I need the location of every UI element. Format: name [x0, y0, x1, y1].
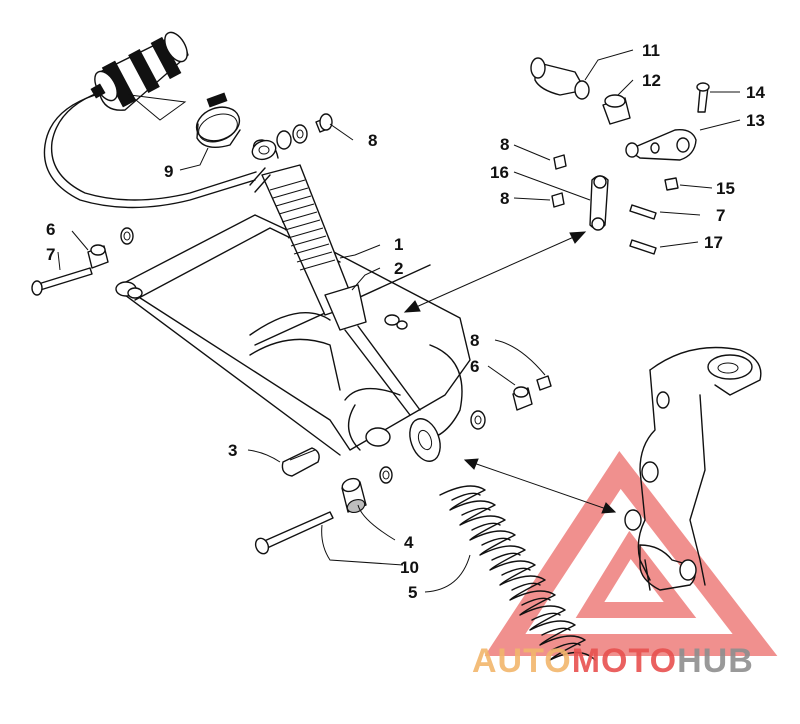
callout-9: 9: [164, 162, 173, 181]
leader-lines: [57, 49, 741, 593]
watermark-triangle-outer: [484, 451, 778, 656]
callout-numbers: 1 2 3 4 5 6 6 7 7 8 8 8 8 9 10 11 12 13 …: [46, 41, 765, 602]
callout-4: 4: [404, 533, 414, 552]
coil-spring: [439, 485, 596, 661]
callout-10: 10: [400, 558, 419, 577]
svg-text:AUTOMOTOHUB: AUTOMOTOHUB: [472, 642, 754, 680]
callout-8-linkage-lower: 8: [500, 189, 509, 208]
spindle: [624, 346, 762, 591]
callout-13: 13: [746, 111, 765, 130]
callout-1: 1: [394, 235, 403, 254]
callout-8-right: 8: [470, 331, 479, 350]
watermark-part-moto: MOTO: [572, 642, 677, 680]
callout-7-left: 7: [46, 245, 55, 264]
callout-16: 16: [490, 163, 509, 182]
watermark-text: AUTOMOTOHUB: [472, 642, 754, 680]
watermark-logo: [484, 451, 778, 656]
callout-5: 5: [408, 583, 417, 602]
callout-8-linkage-upper: 8: [500, 135, 509, 154]
callout-15: 15: [716, 179, 735, 198]
watermark-triangle-inner: [575, 530, 697, 618]
callout-6-left: 6: [46, 220, 55, 239]
pivot-hardware-left: [31, 227, 134, 296]
callout-6-right: 6: [470, 357, 479, 376]
assembly-arrows: [403, 231, 617, 514]
pivot-hardware-right: [470, 375, 552, 430]
hose-clamp: [195, 92, 241, 148]
callout-8-top: 8: [368, 131, 377, 150]
callout-2: 2: [394, 259, 403, 278]
lower-mount-hardware: [254, 314, 408, 555]
callout-17: 17: [704, 233, 723, 252]
callout-12: 12: [642, 71, 661, 90]
upper-mount-hardware: [276, 113, 333, 150]
linkage-assembly: [530, 57, 710, 255]
callout-7-right: 7: [716, 206, 725, 225]
callout-3: 3: [228, 441, 237, 460]
shock-absorber: [249, 139, 441, 462]
watermark-part-hub: HUB: [677, 642, 754, 680]
remote-reservoir: [43, 31, 257, 209]
callout-11: 11: [642, 41, 660, 60]
watermark-part-auto: AUTO: [472, 642, 572, 680]
callout-14: 14: [746, 83, 765, 102]
bump-stop: [281, 447, 320, 477]
